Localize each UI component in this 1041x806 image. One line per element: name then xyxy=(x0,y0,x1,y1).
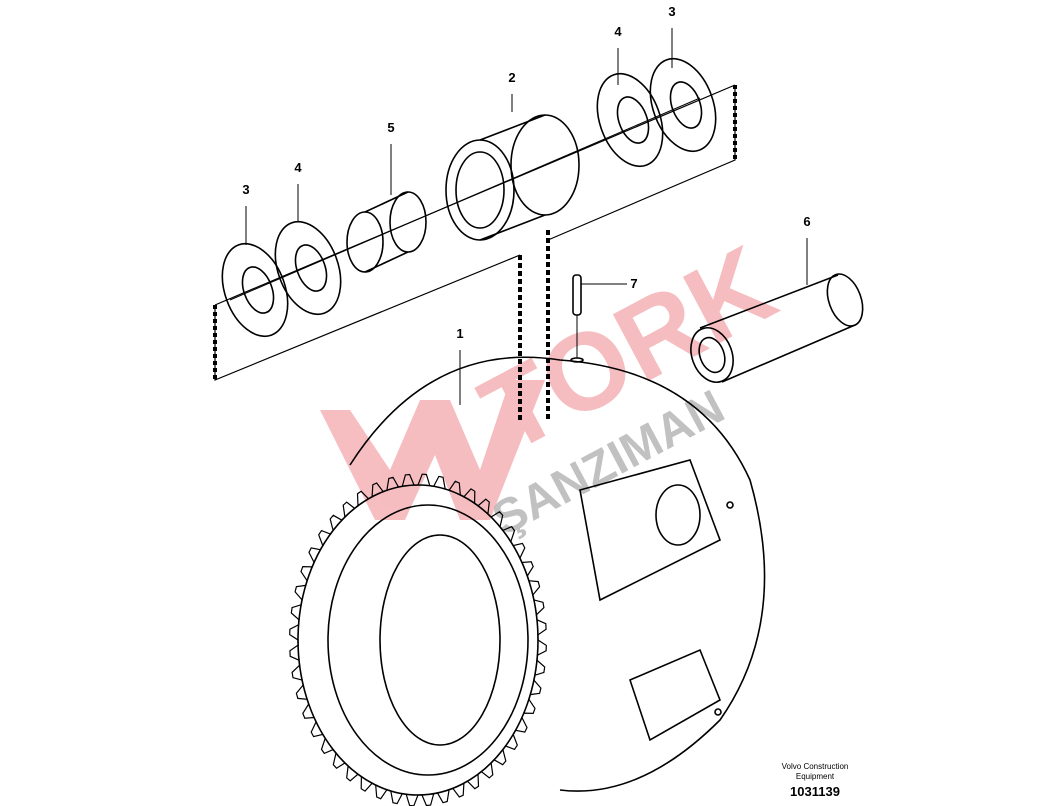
planet-shaft-6 xyxy=(690,273,864,383)
thrust-washer-4-left xyxy=(274,220,342,316)
planet-gear-2 xyxy=(445,114,580,241)
callout-7: 7 xyxy=(630,276,638,291)
thrust-washer-4-right xyxy=(596,72,664,168)
callout-6: 6 xyxy=(803,214,811,229)
callout-4: 4 xyxy=(614,24,622,39)
callout-3: 3 xyxy=(242,182,250,197)
callout-4: 4 xyxy=(294,160,302,175)
callout-1: 1 xyxy=(456,326,464,341)
callout-5: 5 xyxy=(387,120,395,135)
company-name-line2: Equipment xyxy=(795,772,835,781)
planet-carrier-1 xyxy=(289,356,766,806)
thrust-washer-3-left xyxy=(221,242,289,338)
leader-lines xyxy=(245,28,808,405)
callout-2: 2 xyxy=(508,70,516,85)
needle-bearing-5 xyxy=(346,191,427,273)
company-name: Volvo Construction xyxy=(781,762,849,771)
callout-3: 3 xyxy=(668,4,676,19)
drawing-number: 1031139 xyxy=(790,784,840,799)
